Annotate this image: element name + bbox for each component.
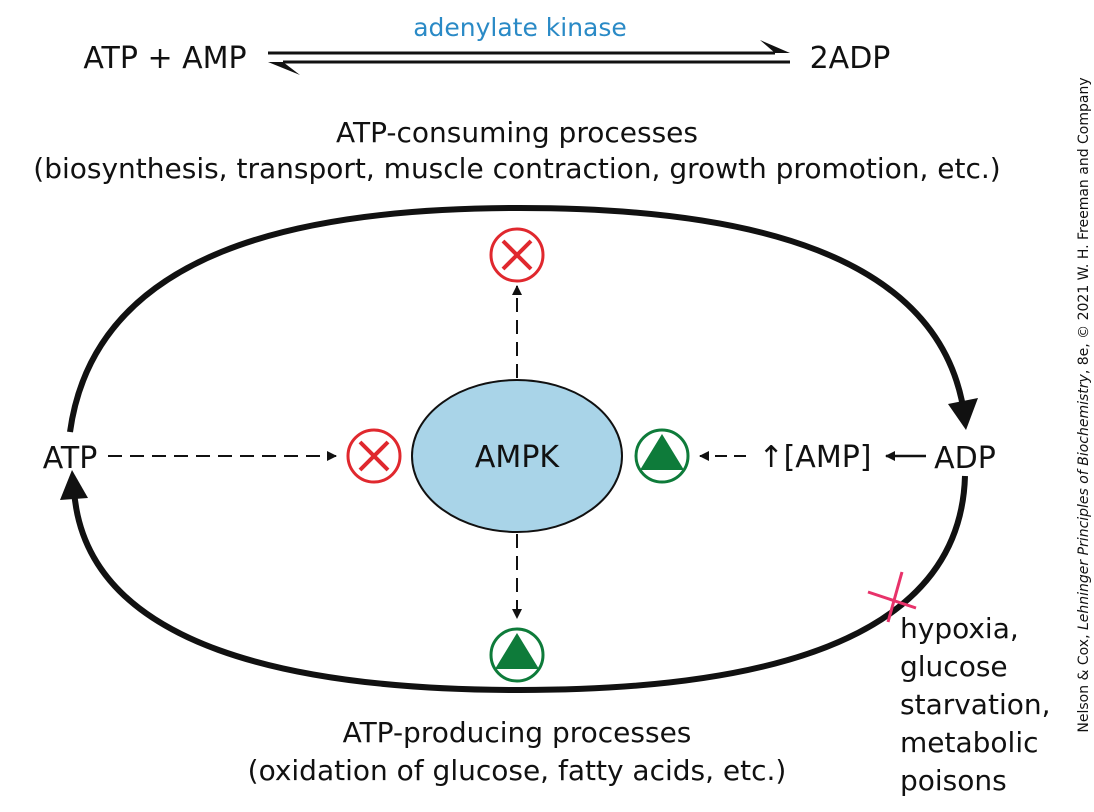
inhibit-icon-top — [489, 227, 545, 283]
stressor-line: metabolic — [900, 726, 1039, 759]
credit-authors: Nelson & Cox, — [1076, 630, 1092, 733]
cycle-arrowhead-adp — [948, 398, 978, 430]
ampk-ellipse — [411, 379, 623, 533]
credit-line: Nelson & Cox, Lehninger Principles of Bi… — [1076, 77, 1092, 732]
consuming-detail: (biosynthesis, transport, muscle contrac… — [33, 152, 1000, 185]
stressor-line: hypoxia, — [900, 612, 1019, 645]
activate-icon-bottom — [489, 627, 545, 683]
cycle-arrowhead-atp — [60, 470, 88, 500]
cycle-arc-bottom — [71, 475, 968, 694]
inhibit-icon-left — [346, 428, 402, 484]
credit-book: Lehninger Principles of Biochemistry — [1076, 373, 1092, 630]
equation-left: ATP + AMP — [83, 41, 246, 76]
enzyme-label: adenylate kinase — [413, 13, 627, 42]
cycle-arc-top — [67, 204, 968, 433]
stressor-line: starvation, — [900, 688, 1051, 721]
producing-detail: (oxidation of glucose, fatty acids, etc.… — [248, 754, 787, 787]
equilibrium-arrows — [268, 40, 790, 75]
amp-label: ↑[AMP] — [758, 440, 871, 475]
consuming-title: ATP-consuming processes — [336, 116, 698, 149]
adp-label: ADP — [934, 441, 996, 476]
atp-label: ATP — [43, 441, 98, 476]
producing-title: ATP-producing processes — [343, 716, 692, 749]
stressor-line: glucose — [900, 650, 1008, 683]
activate-icon-right — [634, 428, 690, 484]
credit-rest: , 8e, © 2021 W. H. Freeman and Company — [1076, 77, 1092, 374]
stressor-list: hypoxia, glucose starvation, metabolic p… — [900, 612, 1059, 797]
block-mark-icon — [867, 571, 917, 623]
ampk-label: AMPK — [475, 440, 560, 475]
equation-right: 2ADP — [810, 41, 891, 76]
stressor-line: poisons — [900, 764, 1007, 797]
